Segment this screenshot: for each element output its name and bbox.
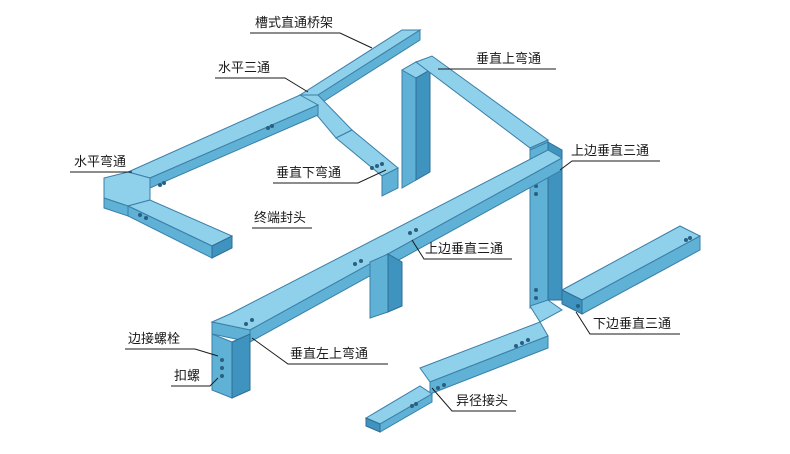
label-reducer-joint: 异径接头 [431, 387, 516, 412]
label-side-bolt: 边接螺栓 [125, 331, 219, 357]
svg-text:垂直下弯通: 垂直下弯通 [276, 165, 341, 181]
reducer-tray [364, 299, 563, 433]
vertical-elbows [335, 55, 563, 309]
label-vertical-down-elbow: 垂直下弯通 [273, 165, 387, 184]
label-horizontal-tee: 水平三通 [215, 61, 309, 93]
svg-text:下边垂直三通: 下边垂直三通 [593, 317, 671, 332]
label-horizontal-elbow: 水平弯通 [70, 154, 132, 173]
label-clip-nut: 扣螺 [171, 369, 219, 387]
label-end-cap: 终端封头 [252, 210, 312, 229]
svg-text:扣螺: 扣螺 [174, 369, 200, 384]
svg-text:水平三通: 水平三通 [218, 61, 270, 76]
svg-text:边接螺栓: 边接螺栓 [128, 331, 180, 347]
upper-horizontal-tray [103, 29, 422, 259]
label-groove-straight-tray: 槽式直通桥架 [250, 16, 373, 49]
lower-horizontal-tray [210, 149, 564, 399]
svg-text:上边垂直三通: 上边垂直三通 [571, 144, 649, 159]
svg-text:垂直上弯通: 垂直上弯通 [476, 51, 541, 67]
label-upper-vertical-tee-1: 上边垂直三通 [559, 144, 660, 171]
label-vertical-left-up-elbow: 垂直左上弯通 [251, 337, 388, 365]
label-vertical-up-elbow: 垂直上弯通 [438, 51, 556, 70]
svg-text:异径接头: 异径接头 [456, 393, 508, 409]
label-upper-vertical-tee-2: 上边垂直三通 [411, 239, 512, 260]
label-lower-vertical-tee: 下边垂直三通 [575, 311, 680, 335]
svg-text:水平弯通: 水平弯通 [74, 154, 126, 170]
svg-text:终端封头: 终端封头 [254, 210, 306, 226]
svg-text:槽式直通桥架: 槽式直通桥架 [255, 16, 333, 31]
lower-right-tray [560, 225, 702, 315]
svg-text:垂直左上弯通: 垂直左上弯通 [290, 346, 368, 362]
svg-text:上边垂直三通: 上边垂直三通 [425, 242, 503, 257]
